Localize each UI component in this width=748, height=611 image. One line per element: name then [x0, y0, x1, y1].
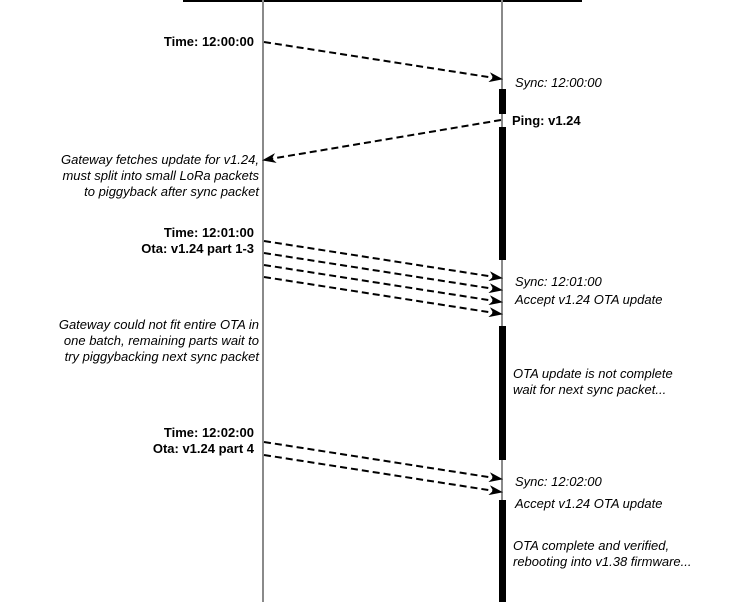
label-line: try piggybacking next sync packet — [64, 349, 259, 364]
label-line: Time: 12:00:00 — [163, 34, 254, 49]
time-sync-arrow — [263, 41, 503, 83]
label-line: OTA complete and verified, — [513, 538, 670, 553]
gateway-fetch-note: Gateway fetches update for v1.24, must s… — [61, 152, 259, 200]
label-line: Time: 12:02:00 — [163, 425, 254, 440]
label-line: one batch, remaining parts wait to — [63, 333, 259, 348]
ota-complete-note: OTA complete and verified, rebooting int… — [513, 538, 691, 570]
label-line: Gateway fetches update for v1.24, — [60, 152, 259, 167]
time-ota-label: Time: 12:01:00 Ota: v1.24 part 1-3 — [141, 225, 254, 257]
ping-label: Ping: v1.24 — [512, 113, 581, 129]
label-line: OTA update is not complete — [513, 366, 673, 381]
label-line: to piggyback after sync packet — [84, 184, 259, 199]
label-line: Ota: v1.24 part 4 — [152, 441, 254, 456]
label-line: Sync: 12:02:00 — [515, 474, 602, 489]
device-activation-bar — [499, 500, 506, 602]
ota-part-arrow — [263, 441, 503, 483]
ping-arrow — [262, 119, 502, 163]
sync-accept-label: Sync: 12:02:00 Accept v1.24 OTA update — [515, 474, 662, 512]
label-line: Ping: v1.24 — [512, 113, 581, 128]
ota-incomplete-note: OTA update is not complete wait for next… — [513, 366, 673, 398]
label-line: Sync: 12:00:00 — [515, 75, 602, 90]
label-line: wait for next sync packet... — [513, 382, 667, 397]
label-line: must split into small LoRa packets — [62, 168, 259, 183]
time-label: Time: 12:00:00 — [164, 34, 254, 50]
label-line: Accept v1.24 OTA update — [515, 496, 663, 511]
ota-part-arrow — [263, 252, 503, 294]
ota-part-arrow — [263, 264, 503, 306]
label-line: Gateway could not fit entire OTA in — [58, 317, 259, 332]
device-activation-bar — [499, 89, 506, 114]
label-line: Ota: v1.24 part 1-3 — [141, 241, 254, 256]
label-line: Accept v1.24 OTA update — [515, 292, 663, 307]
ota-part-arrow — [263, 240, 503, 282]
device-activation-bar — [499, 127, 506, 260]
gateway-batch-note: Gateway could not fit entire OTA in one … — [59, 317, 259, 365]
ota-part-arrow — [263, 276, 503, 318]
sync-accept-label: Sync: 12:01:00 Accept v1.24 OTA update — [515, 274, 662, 308]
device-activation-bar — [499, 326, 506, 460]
label-line: Time: 12:01:00 — [163, 225, 254, 240]
ota-part-arrow — [263, 454, 503, 496]
time-ota-label: Time: 12:02:00 Ota: v1.24 part 4 — [153, 425, 254, 457]
label-line: Sync: 12:01:00 — [515, 274, 602, 289]
label-line: rebooting into v1.38 firmware... — [513, 554, 692, 569]
sync-label: Sync: 12:00:00 — [515, 75, 602, 91]
